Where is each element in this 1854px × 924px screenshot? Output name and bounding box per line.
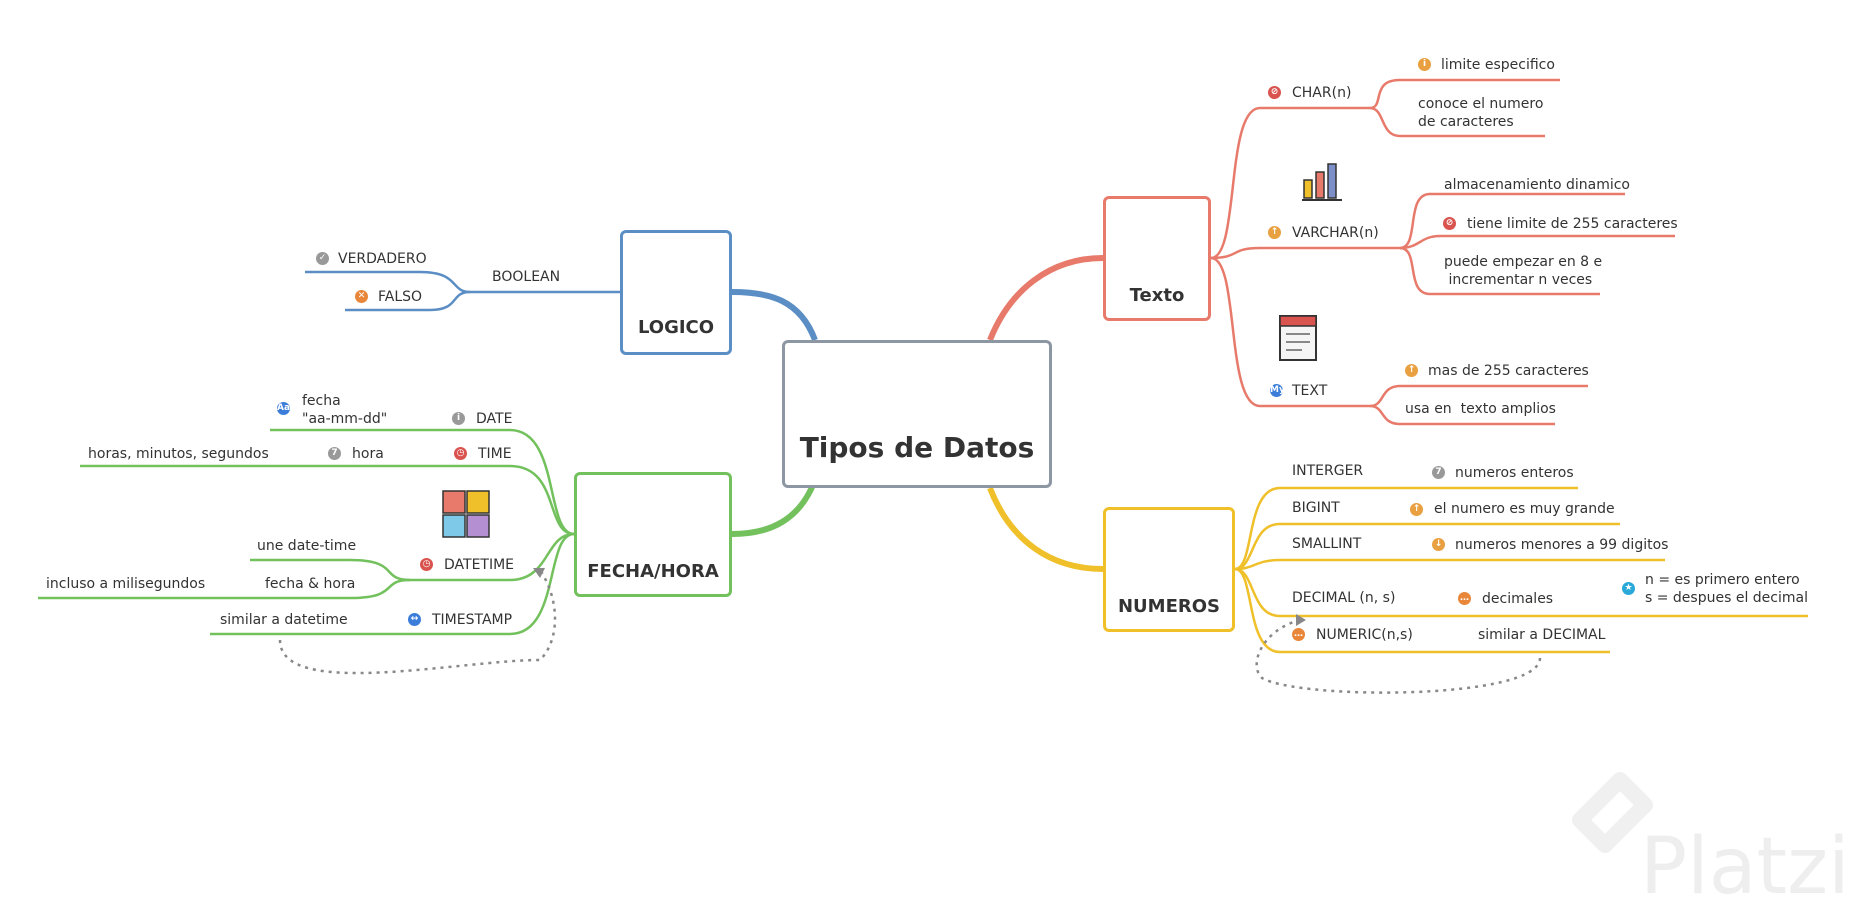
- subtopic-varchar-detail-1[interactable]: almacenamiento dinamico: [1444, 177, 1630, 193]
- subtopic-falso[interactable]: FALSO: [378, 289, 423, 305]
- central-topic[interactable]: Tipos de Datos: [782, 340, 1052, 488]
- subtopic-timestamp[interactable]: TIMESTAMP: [432, 612, 513, 628]
- arrows-vertical-icon: ↑: [1268, 226, 1281, 239]
- logico-title: LOGICO: [637, 317, 715, 338]
- central-title: Tipos de Datos: [799, 431, 1035, 464]
- ellipsis-icon: …: [1292, 628, 1305, 641]
- topic-logico[interactable]: LOGICO: [620, 230, 732, 355]
- subtopic-verdadero[interactable]: VERDADERO: [338, 251, 427, 267]
- subtopic-text-detail-2[interactable]: usa en texto amplios: [1405, 401, 1556, 417]
- subtopic-char-detail-2[interactable]: conoce el numero de caracteres: [1418, 96, 1544, 130]
- number-seven-icon: 7: [1432, 466, 1445, 479]
- subtopic-numeric-detail[interactable]: similar a DECIMAL: [1478, 627, 1606, 643]
- my-icon: My: [1270, 384, 1285, 397]
- bar-chart-icon: [1302, 163, 1342, 201]
- subtopic-bigint-detail[interactable]: el numero es muy grande: [1434, 501, 1615, 517]
- subtopic-smallint-detail[interactable]: numeros menores a 99 digitos: [1455, 537, 1669, 553]
- fecha-title: FECHA/HORA: [587, 561, 719, 582]
- subtopic-interger[interactable]: INTERGER: [1292, 463, 1364, 479]
- subtopic-timestamp-detail[interactable]: similar a datetime: [220, 612, 348, 628]
- alert-icon: i: [1418, 58, 1431, 71]
- platzi-watermark: Platzi: [1640, 822, 1850, 912]
- subtopic-date[interactable]: DATE: [476, 411, 513, 427]
- logico-connectors: [305, 270, 620, 312]
- subtopic-time-sub[interactable]: horas, minutos, segundos: [88, 446, 269, 462]
- subtopic-datetime[interactable]: DATETIME: [444, 557, 515, 573]
- arrows-icon: ↔: [408, 613, 421, 626]
- check-icon: ✓: [316, 252, 329, 265]
- subtopic-smallint[interactable]: SMALLINT: [1292, 536, 1362, 552]
- subtopic-time[interactable]: TIME: [478, 446, 512, 462]
- subtopic-bigint[interactable]: BIGINT: [1292, 500, 1340, 516]
- subtopic-datetime-sub[interactable]: incluso a milisegundos: [46, 576, 206, 592]
- numeros-title: NUMEROS: [1117, 596, 1220, 617]
- texto-title: Texto: [1129, 285, 1185, 306]
- star-icon: ★: [1622, 582, 1635, 595]
- down-arrow-icon: ↓: [1432, 538, 1445, 551]
- topic-numeros[interactable]: NUMEROS: [1103, 507, 1235, 632]
- numeros-connectors: [1234, 486, 1808, 654]
- ellipsis-icon: …: [1458, 592, 1471, 605]
- subtopic-datetime-detail-1[interactable]: une date-time: [257, 538, 357, 554]
- subtopic-char[interactable]: CHAR(n): [1292, 85, 1352, 101]
- subtopic-date-detail[interactable]: fecha "aa-mm-dd": [302, 393, 388, 427]
- subtopic-decimal[interactable]: DECIMAL (n, s): [1292, 590, 1396, 606]
- subtopic-numeric[interactable]: NUMERIC(n,s): [1316, 627, 1413, 643]
- subtopic-decimal-detail[interactable]: decimales: [1482, 591, 1554, 607]
- info-icon: i: [452, 412, 465, 425]
- subtopic-text[interactable]: TEXT: [1292, 383, 1328, 399]
- subtopic-varchar-detail-2[interactable]: tiene limite de 255 caracteres: [1467, 216, 1678, 232]
- subtopic-char-detail-1[interactable]: limite especifico: [1441, 57, 1555, 73]
- alarm-icon: ◷: [454, 447, 467, 460]
- subtopic-boolean[interactable]: BOOLEAN: [492, 269, 561, 285]
- up-arrow-icon: ↑: [1405, 364, 1418, 377]
- newspaper-icon: [1279, 315, 1317, 361]
- subtopic-text-detail-1[interactable]: mas de 255 caracteres: [1428, 363, 1589, 379]
- subtopic-decimal-note[interactable]: n = es primero entero s = despues el dec…: [1645, 572, 1808, 606]
- clock-icon: ◷: [420, 558, 433, 571]
- fecha-connectors: [38, 428, 575, 636]
- stop-icon: ⊘: [1268, 86, 1281, 99]
- topic-texto[interactable]: Texto: [1103, 196, 1211, 321]
- stop-icon: ⊘: [1443, 217, 1456, 230]
- texto-connectors: [1210, 78, 1675, 426]
- puzzle-icon: [442, 490, 490, 538]
- platzi-logo-icon: [1572, 772, 1653, 853]
- text-format-icon: Aa: [277, 402, 291, 415]
- subtopic-datetime-detail-2[interactable]: fecha & hora: [265, 576, 356, 592]
- subtopic-time-detail[interactable]: hora: [352, 446, 384, 462]
- subtopic-interger-detail[interactable]: numeros enteros: [1455, 465, 1574, 481]
- cross-icon: ✕: [355, 290, 368, 303]
- subtopic-varchar[interactable]: VARCHAR(n): [1292, 225, 1379, 241]
- topic-fecha-hora[interactable]: FECHA/HORA: [574, 472, 732, 597]
- up-arrow-icon: ↑: [1410, 503, 1423, 516]
- subtopic-varchar-detail-3[interactable]: puede empezar en 8 e incrementar n veces: [1444, 254, 1603, 288]
- number-seven-icon: 7: [328, 447, 341, 460]
